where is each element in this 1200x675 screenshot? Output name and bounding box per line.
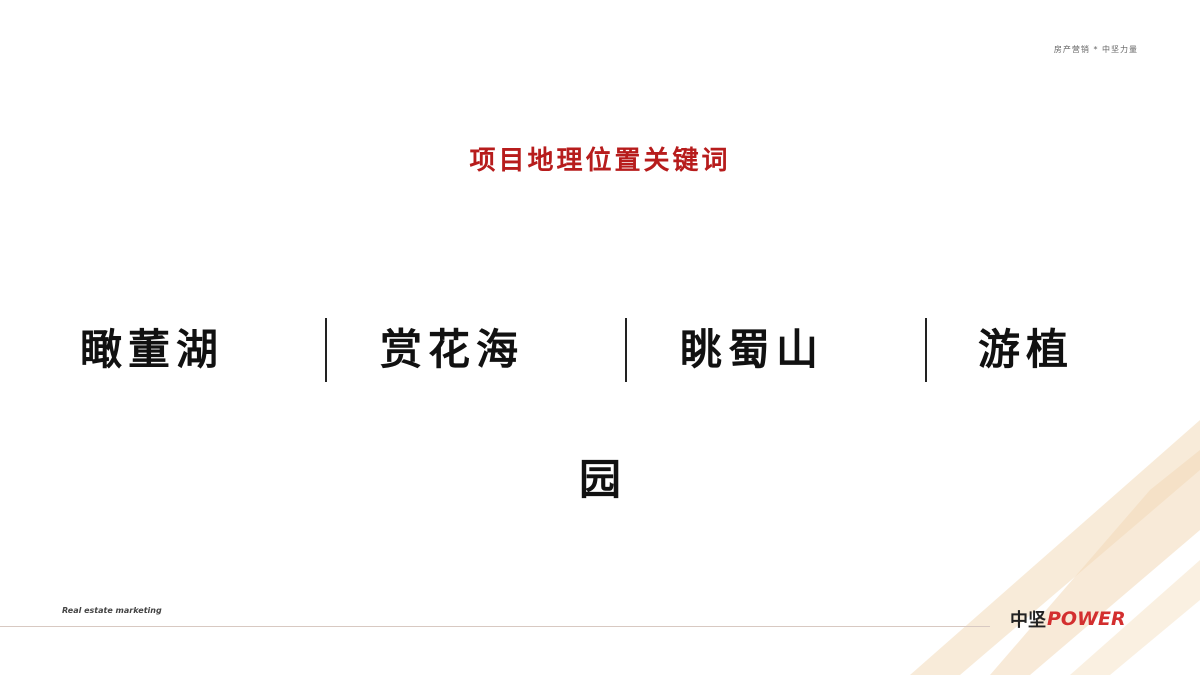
brand-logo: 中坚 POWER bbox=[1010, 606, 1126, 632]
keyword-item: 游植 bbox=[978, 325, 1075, 374]
footer-text: Real estate marketing bbox=[62, 606, 162, 615]
keyword-separator bbox=[925, 318, 927, 382]
keyword-item: 眺蜀山 bbox=[680, 325, 825, 374]
logo-en: POWER bbox=[1047, 608, 1126, 630]
keyword-separator bbox=[325, 318, 327, 382]
keyword-item: 园 bbox=[578, 455, 621, 504]
keyword-separator bbox=[625, 318, 627, 382]
footer-divider bbox=[0, 626, 990, 627]
page-title: 项目地理位置关键词 bbox=[469, 146, 731, 176]
keyword-item: 瞰董湖 bbox=[80, 325, 225, 374]
keyword-item: 赏花海 bbox=[380, 325, 525, 374]
logo-cn: 中坚 bbox=[1010, 610, 1046, 631]
keyword-row: 瞰董湖 赏花海 眺蜀山 游植 bbox=[60, 318, 1140, 382]
header-tagline: 房产营销 * 中坚力量 bbox=[1053, 45, 1138, 54]
